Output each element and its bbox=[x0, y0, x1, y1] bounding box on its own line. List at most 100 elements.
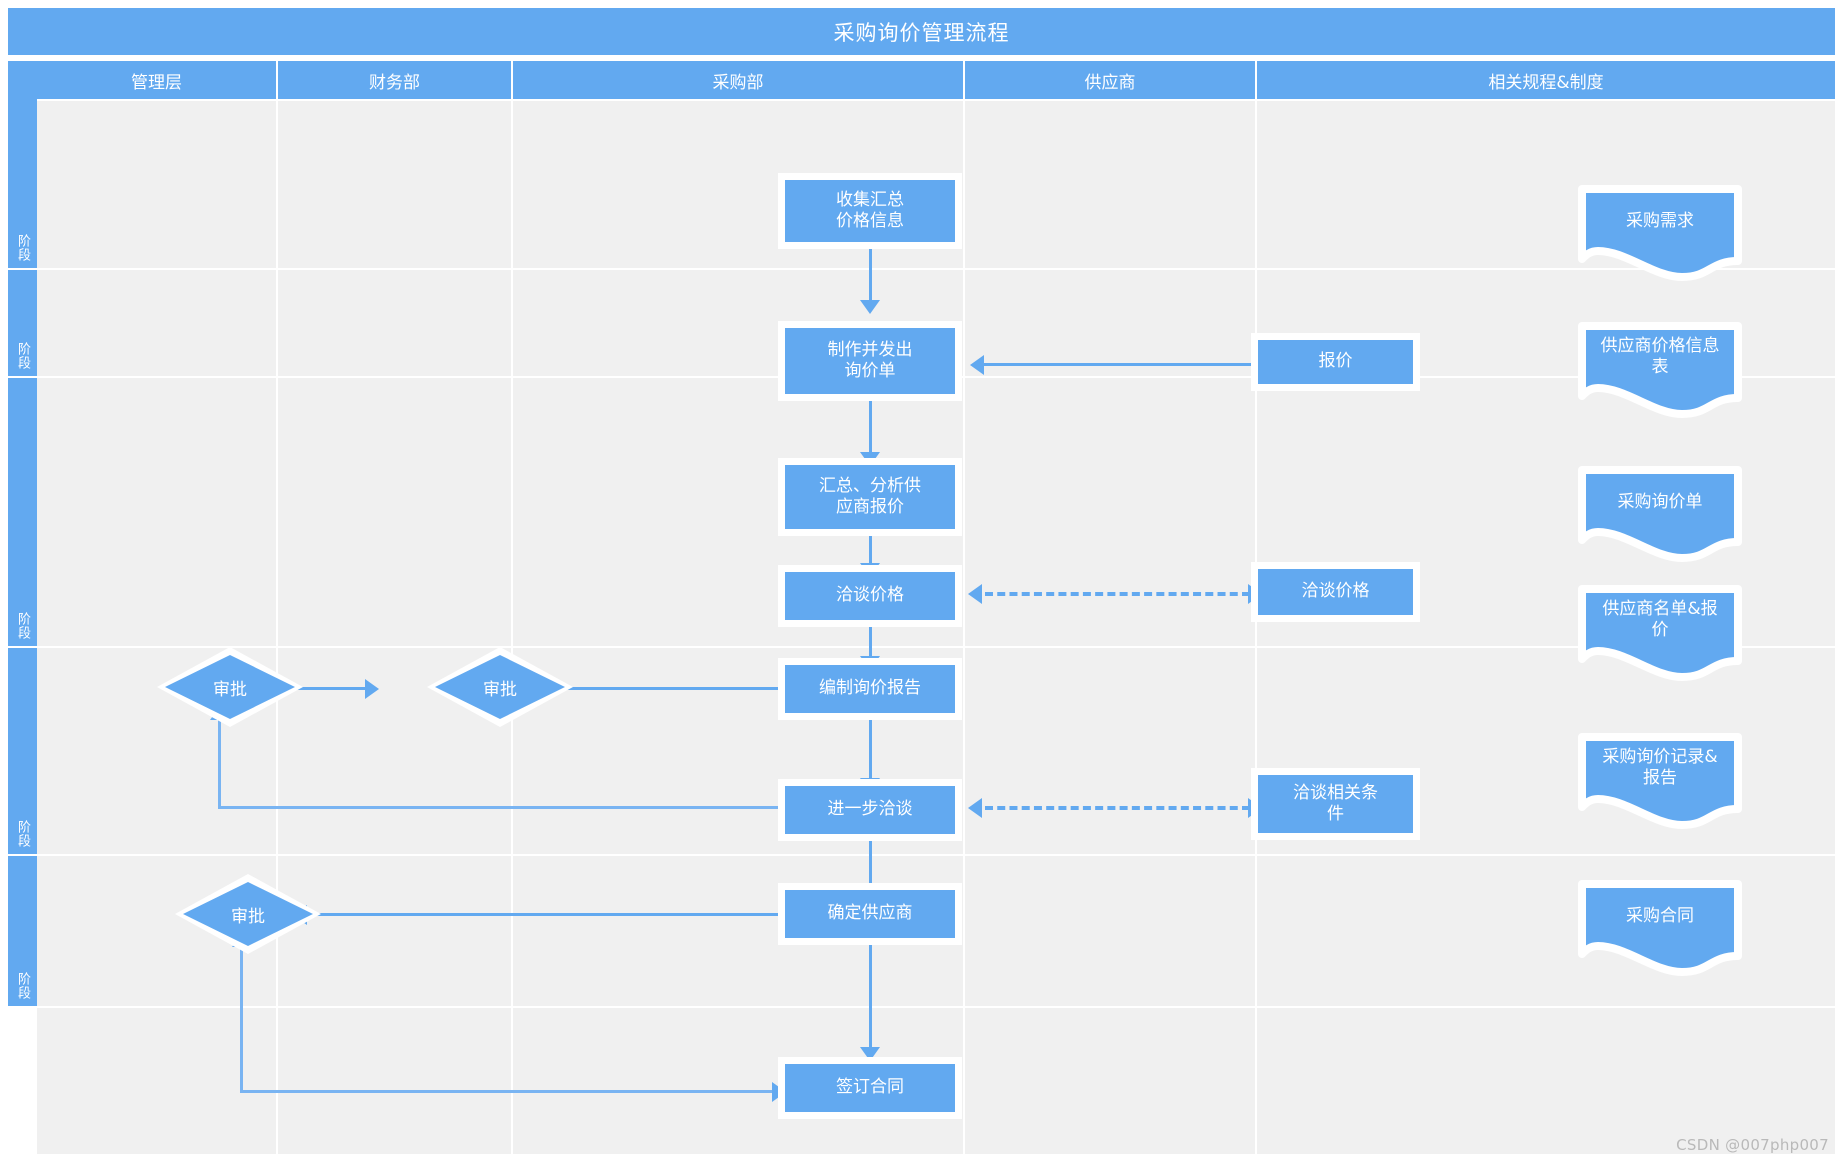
node-supplier-quote[interactable]: 报价 bbox=[1258, 340, 1413, 384]
node-summarize-analyze-quotes[interactable]: 汇总、分析供应商报价 bbox=[785, 465, 955, 529]
lane-cell bbox=[1257, 856, 1835, 1006]
connector-confirm-to-sign bbox=[869, 942, 872, 1052]
connector-report-to-finance-approval bbox=[505, 687, 787, 690]
stage-label: 阶段 bbox=[15, 612, 30, 640]
connector-confirm-to-approval2 bbox=[300, 913, 785, 916]
connector-report-to-further bbox=[869, 717, 872, 785]
document-inquiry-form[interactable]: 采购询价单 bbox=[1578, 466, 1742, 562]
connector-sign-feedback-h bbox=[240, 1090, 783, 1093]
diagram-title-text: 采购询价管理流程 bbox=[833, 20, 1010, 45]
node-label: 洽谈价格 bbox=[836, 585, 904, 606]
lane-cell bbox=[965, 1008, 1255, 1154]
connector-collect-to-inquiry bbox=[869, 223, 872, 305]
node-collect-price-info[interactable]: 收集汇总价格信息 bbox=[785, 180, 955, 242]
document-purchase-contract[interactable]: 采购合同 bbox=[1578, 880, 1742, 976]
connector-negotiate-to-report bbox=[869, 623, 872, 663]
stage-label: 阶段 bbox=[15, 820, 30, 848]
document-inquiry-record[interactable]: 采购询价记录&报告 bbox=[1578, 733, 1742, 829]
lane-cell bbox=[1257, 1008, 1835, 1154]
lane-cell bbox=[278, 856, 511, 1006]
node-label: 收集汇总价格信息 bbox=[836, 189, 904, 231]
node-label: 汇总、分析供应商报价 bbox=[819, 475, 921, 517]
stage-bar-3: 阶段 bbox=[8, 378, 37, 646]
diagram-title: 采购询价管理流程 bbox=[8, 8, 1835, 55]
document-supplier-list[interactable]: 供应商名单&报价 bbox=[1578, 585, 1742, 681]
document-shape bbox=[1578, 185, 1742, 281]
arrowhead-down bbox=[860, 1047, 880, 1061]
decision-label: 审批 bbox=[231, 906, 265, 927]
document-label: 采购需求 bbox=[1626, 211, 1694, 231]
column-header-label: 供应商 bbox=[1084, 72, 1136, 93]
lane-cell bbox=[37, 101, 276, 268]
connector-further-feedback-v bbox=[218, 718, 221, 808]
stage-label: 阶段 bbox=[15, 972, 30, 1000]
lane-cell bbox=[965, 101, 1255, 268]
decision-approval-management-1[interactable]: 审批 bbox=[157, 647, 303, 727]
node-label: 洽谈相关条件 bbox=[1293, 782, 1378, 824]
column-header-label: 相关规程&制度 bbox=[1488, 72, 1604, 93]
lane-cell bbox=[1257, 101, 1835, 268]
stage-bar-2: 阶段 bbox=[8, 270, 37, 376]
stage-bar-1: 阶段 bbox=[8, 61, 37, 268]
arrowhead-left bbox=[968, 584, 982, 604]
node-negotiate-price[interactable]: 洽谈价格 bbox=[785, 572, 955, 620]
document-label: 采购询价记录&报告 bbox=[1602, 747, 1718, 789]
arrowhead-right bbox=[772, 1082, 786, 1102]
column-header-purchasing: 采购部 bbox=[513, 61, 963, 99]
node-label: 编制询价报告 bbox=[819, 678, 921, 699]
decision-approval-finance-1[interactable]: 审批 bbox=[427, 647, 573, 727]
document-supplier-price-table[interactable]: 供应商价格信息表 bbox=[1578, 322, 1742, 418]
column-header-supplier: 供应商 bbox=[965, 61, 1255, 99]
lane-cell bbox=[965, 856, 1255, 1006]
stage-bar-5: 阶段 bbox=[8, 856, 37, 1006]
decision-label: 审批 bbox=[483, 679, 517, 700]
lane-cell bbox=[37, 378, 276, 646]
document-label: 供应商价格信息表 bbox=[1600, 336, 1720, 378]
connector-further-to-confirm bbox=[869, 838, 872, 900]
lane-cell bbox=[37, 1008, 276, 1154]
node-label: 进一步洽谈 bbox=[827, 799, 913, 820]
lane-cell bbox=[278, 270, 511, 376]
lane-cell bbox=[965, 270, 1255, 376]
arrowhead-right bbox=[365, 679, 379, 699]
document-label: 采购合同 bbox=[1626, 906, 1694, 926]
connector-approval-link bbox=[262, 687, 372, 690]
decision-approval-management-2[interactable]: 审批 bbox=[175, 874, 321, 954]
connector-quote-to-inquiry bbox=[975, 363, 1260, 366]
node-compile-inquiry-report[interactable]: 编制询价报告 bbox=[785, 665, 955, 713]
node-supplier-negotiate-price[interactable]: 洽谈价格 bbox=[1258, 569, 1413, 615]
lane-cell bbox=[37, 270, 276, 376]
document-shape bbox=[1578, 322, 1742, 418]
stage-label: 阶段 bbox=[15, 342, 30, 370]
node-make-send-inquiry[interactable]: 制作并发出询价单 bbox=[785, 328, 955, 394]
node-label: 签订合同 bbox=[836, 1077, 904, 1098]
arrowhead-left bbox=[968, 798, 982, 818]
document-purchase-demand[interactable]: 采购需求 bbox=[1578, 185, 1742, 281]
connector-summarize-to-negotiate bbox=[869, 530, 872, 570]
arrowhead-down bbox=[860, 452, 880, 466]
lane-cell bbox=[278, 101, 511, 268]
column-header-documents: 相关规程&制度 bbox=[1257, 61, 1835, 99]
document-label: 采购询价单 bbox=[1617, 492, 1703, 512]
document-shape bbox=[1578, 733, 1742, 829]
arrowhead-left bbox=[970, 355, 984, 375]
watermark: CSDN @007php007 bbox=[1676, 1136, 1829, 1154]
decision-label: 审批 bbox=[213, 679, 247, 700]
node-sign-contract[interactable]: 签订合同 bbox=[785, 1064, 955, 1112]
column-header-label: 管理层 bbox=[131, 72, 182, 93]
connector-further-dashed bbox=[985, 806, 1250, 810]
node-supplier-negotiate-terms[interactable]: 洽谈相关条件 bbox=[1258, 775, 1413, 833]
column-header-management: 管理层 bbox=[37, 61, 276, 99]
column-header-finance: 财务部 bbox=[278, 61, 511, 99]
lane-cell bbox=[278, 1008, 511, 1154]
node-confirm-supplier[interactable]: 确定供应商 bbox=[785, 890, 955, 938]
lane-cell bbox=[278, 378, 511, 646]
connector-sign-feedback-v bbox=[240, 945, 243, 1090]
stage-bar-4: 阶段 bbox=[8, 648, 37, 854]
node-label: 报价 bbox=[1318, 351, 1353, 372]
node-label: 制作并发出询价单 bbox=[827, 339, 913, 381]
lane-cell bbox=[965, 378, 1255, 646]
arrowhead-down bbox=[860, 300, 880, 314]
node-further-negotiation[interactable]: 进一步洽谈 bbox=[785, 786, 955, 834]
